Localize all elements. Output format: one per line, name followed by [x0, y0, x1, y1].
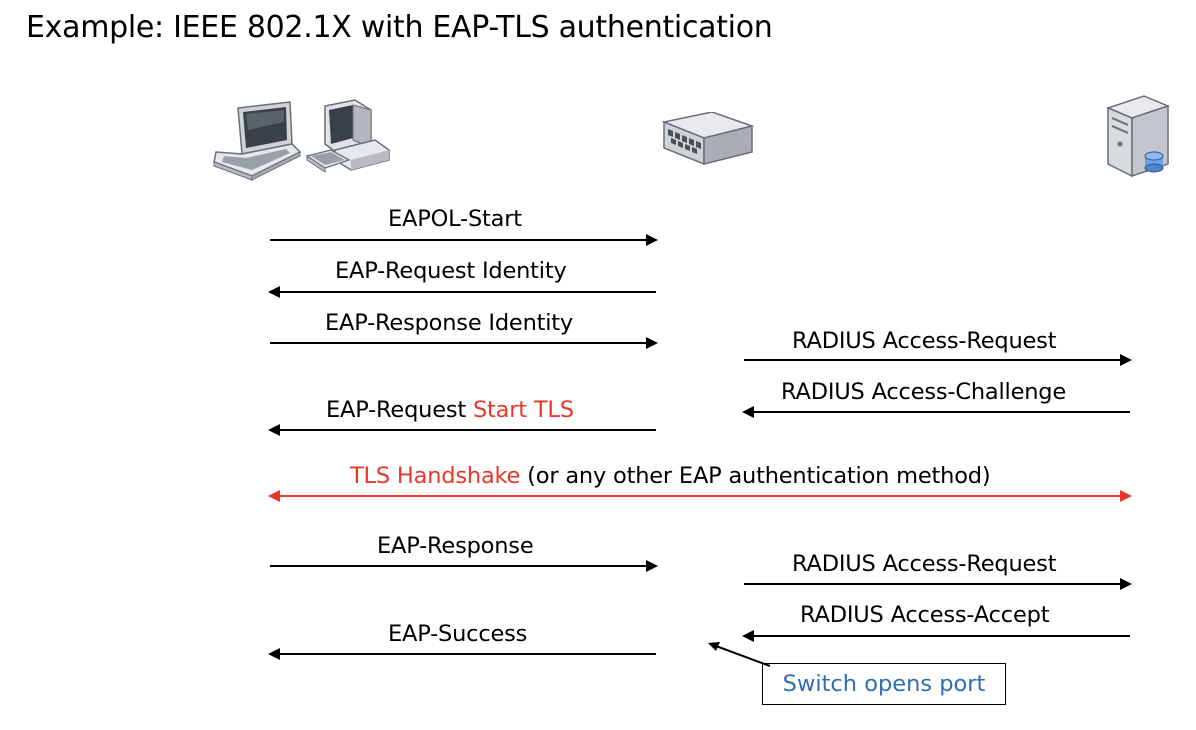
eap-response-label: EAP-Response [377, 533, 534, 559]
laptop-icon [213, 101, 302, 181]
eap-request-identity-arrow [268, 286, 656, 298]
eap-success-label: EAP-Success [388, 621, 528, 647]
eap-request-text: EAP-Request [326, 397, 473, 423]
switch-opens-port-callout: Switch opens port [762, 663, 1006, 705]
network-switch-icon [662, 112, 754, 166]
tls-handshake-arrow [268, 490, 1132, 502]
eapol-start-label: EAPOL-Start [388, 206, 522, 232]
radius-access-request-label: RADIUS Access-Request [792, 328, 1057, 354]
eap-success-arrow [268, 648, 656, 660]
eap-request-identity-label: EAP-Request Identity [335, 258, 567, 284]
start-tls-text: Start TLS [472, 397, 574, 423]
eap-request-start-tls-label: EAP-Request Start TLS [326, 397, 574, 423]
radius-access-request-arrow [744, 354, 1132, 366]
radius-access-accept-arrow [742, 630, 1130, 642]
tls-handshake-rest-text: (or any other EAP authentication method) [520, 463, 991, 489]
eap-request-start-tls-arrow [268, 424, 656, 436]
radius-access-request-2-label: RADIUS Access-Request [792, 551, 1057, 577]
tls-handshake-label: TLS Handshake (or any other EAP authenti… [350, 463, 991, 489]
page-title: Example: IEEE 802.1X with EAP-TLS authen… [26, 10, 773, 45]
eap-response-arrow [270, 560, 658, 572]
server-icon [1105, 95, 1171, 178]
eapol-start-arrow [270, 234, 658, 246]
radius-access-challenge-arrow [742, 406, 1130, 418]
eap-response-identity-arrow [270, 337, 658, 349]
callout-pointer-arrow [708, 642, 771, 667]
radius-access-challenge-label: RADIUS Access-Challenge [781, 379, 1067, 405]
desktop-computer-icon [305, 99, 390, 173]
radius-access-request-2-arrow [744, 578, 1132, 590]
eap-response-identity-label: EAP-Response Identity [325, 310, 574, 336]
tls-handshake-text: TLS Handshake [350, 463, 521, 489]
radius-access-accept-label: RADIUS Access-Accept [800, 602, 1050, 628]
